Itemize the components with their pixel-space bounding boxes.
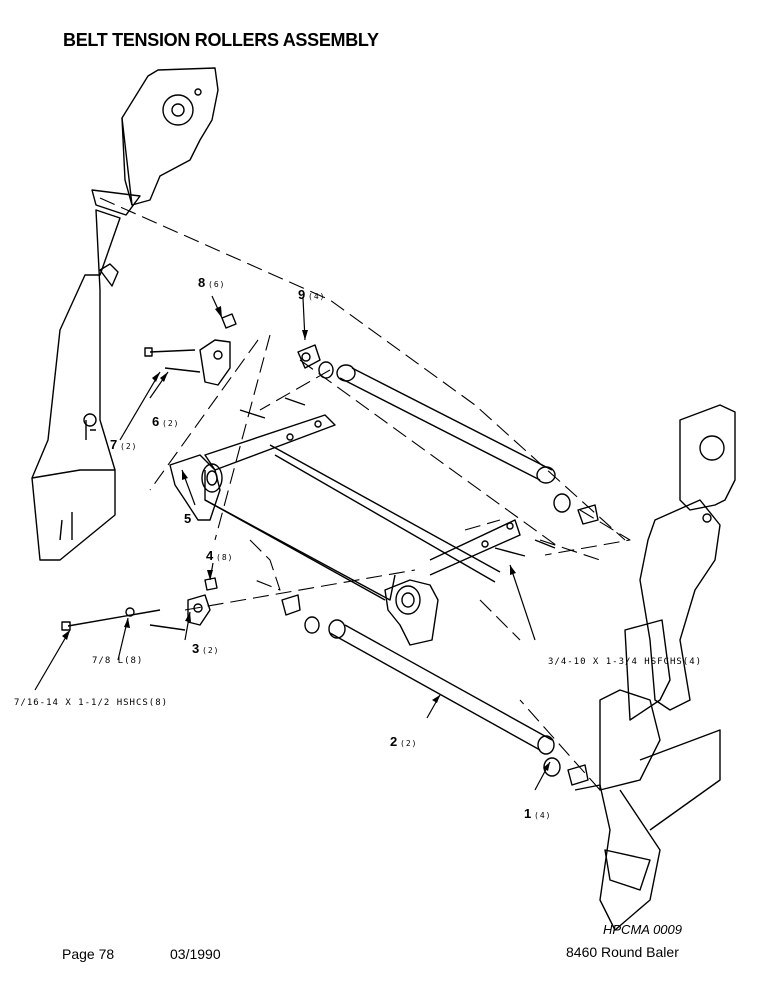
right-frame-panels — [574, 404, 736, 931]
callout-6: 6 (2) — [152, 414, 179, 429]
hshcs-bolt-spec-label: 7/16-14 X 1-1/2 HSHCS(8) — [14, 698, 168, 708]
upper-roller — [297, 344, 599, 525]
callout-8: 8 (6) — [198, 275, 225, 290]
right-arm — [384, 579, 439, 646]
tension-arm-frame — [204, 414, 521, 601]
leader-lines — [34, 295, 551, 791]
washer-spec-label: 7/8 L(8) — [92, 656, 143, 666]
svg-text:(2): (2) — [202, 646, 219, 655]
document-code: HPCMA 0009 — [603, 922, 682, 937]
callout-3: 3 (2) — [192, 641, 219, 656]
callout-7: 7 (2) — [110, 437, 137, 452]
svg-text:7: 7 — [110, 437, 117, 452]
page-number: Page 78 — [62, 946, 115, 962]
svg-text:(2): (2) — [162, 419, 179, 428]
callout-2: 2 (2) — [390, 734, 417, 749]
bolts — [61, 347, 556, 631]
revision-date: 03/1990 — [170, 946, 221, 962]
callout-1: 1 (4) — [524, 806, 551, 821]
bearing-blocks — [187, 313, 237, 626]
callout-5: 5 — [184, 511, 191, 526]
lower-roller — [281, 594, 589, 786]
svg-text:3: 3 — [192, 641, 199, 656]
svg-text:1: 1 — [524, 806, 531, 821]
svg-text:(2): (2) — [120, 442, 137, 451]
svg-text:8: 8 — [198, 275, 205, 290]
model-name: 8460 Round Baler — [566, 944, 679, 960]
svg-text:(6): (6) — [208, 280, 225, 289]
svg-text:(4): (4) — [308, 292, 325, 301]
svg-text:9: 9 — [298, 287, 305, 302]
page-title: BELT TENSION ROLLERS ASSEMBLY — [63, 30, 379, 50]
hsfchs-bolt-spec-label: 3/4-10 X 1-3/4 HSFCHS(4) — [548, 657, 702, 667]
svg-text:(4): (4) — [534, 811, 551, 820]
svg-text:5: 5 — [184, 511, 191, 526]
svg-text:(8): (8) — [216, 553, 233, 562]
svg-text:4: 4 — [206, 548, 214, 563]
callout-4: 3 4 (8) — [206, 548, 233, 563]
leader-arrowheads — [62, 306, 550, 771]
left-frame-panel — [31, 67, 219, 561]
alignment-lines — [99, 197, 631, 791]
svg-text:2: 2 — [390, 734, 397, 749]
left-arm — [169, 454, 223, 521]
svg-text:6: 6 — [152, 414, 159, 429]
svg-text:(2): (2) — [400, 739, 417, 748]
callout-9: 9 (4) — [298, 287, 325, 302]
